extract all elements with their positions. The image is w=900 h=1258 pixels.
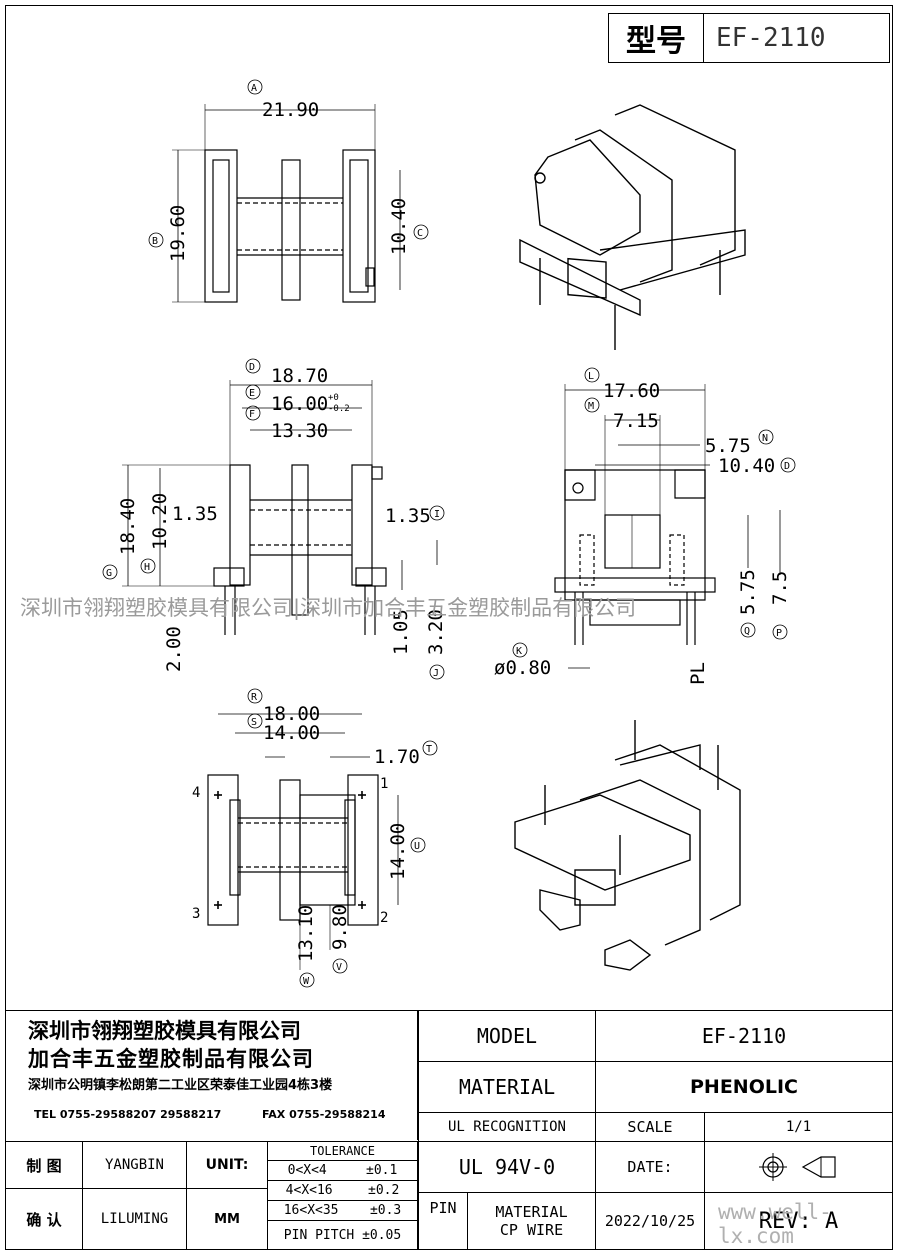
scale-value-cell: 1/1	[704, 1112, 893, 1142]
dim-n-value: 5.75	[705, 435, 751, 457]
company-info-area	[5, 1010, 418, 1140]
header-model-label: 型号	[608, 13, 704, 63]
projection-symbol-cell	[704, 1141, 893, 1193]
dim-105-value: 1.05	[390, 609, 412, 655]
check-name-cell: LILUMING	[82, 1188, 187, 1250]
dim-u-value: 14.00	[387, 823, 409, 880]
dim-g-value: 18.40	[117, 498, 139, 555]
dim-letter-k: K	[516, 646, 522, 657]
dim-letter-e: E	[249, 388, 255, 399]
view-4-bottom-view	[207, 688, 438, 988]
dim-e-tol-plus: +0	[328, 393, 339, 403]
dim-e-value: 16.00	[271, 393, 328, 415]
ul-value-cell: UL 94V-0	[418, 1141, 596, 1193]
dim-letter-c: C	[417, 228, 423, 239]
pin-label-cell: PIN	[418, 1192, 468, 1250]
tolerance-row-1: 0<X<4±0.1	[267, 1160, 418, 1181]
dim-q-value: 5.75	[737, 569, 759, 615]
dim-letter-u: U	[414, 841, 420, 852]
check-label-cell: 确 认	[5, 1188, 83, 1250]
view-isometric-bottom	[514, 720, 741, 971]
company-address: 深圳市公明镇李松朗第二工业区荣泰佳工业园4栋3楼	[28, 1078, 333, 1093]
company-tel: TEL 0755-29588207 29588217	[34, 1108, 222, 1121]
revision-cell: REV: A	[704, 1192, 893, 1250]
company-name-1: 深圳市翎翔塑胶模具有限公司	[28, 1019, 301, 1043]
dim-c-value: 10.40	[388, 198, 410, 255]
dim-200-value: 2.00	[163, 626, 185, 672]
pin-label-1: 1	[380, 776, 388, 792]
tolerance-row-2: 4<X<16±0.2	[267, 1180, 418, 1201]
view-3-end-view	[512, 367, 796, 669]
dim-s-value: 14.00	[263, 722, 320, 744]
dim-letter-s: S	[251, 717, 257, 728]
technical-drawing: A 21.90 B 19.60 C 10.40 D 18.70 E 16.00 …	[102, 79, 796, 988]
dim-f-value: 13.30	[271, 420, 328, 442]
tolerance-title-cell: TOLERANCE	[267, 1141, 418, 1161]
dim-l-value: 17.60	[603, 380, 660, 402]
dim-k-value: ø0.80	[494, 657, 551, 679]
dim-letter-p: P	[776, 628, 782, 639]
scale-label-cell: SCALE	[595, 1112, 705, 1142]
dim-letter-r: R	[251, 692, 258, 703]
view-2-front-view	[102, 358, 445, 680]
company-name-2: 加合丰五金塑胶制品有限公司	[28, 1047, 314, 1071]
dim-letter-h: H	[144, 562, 150, 573]
dim-m-value: 7.15	[613, 410, 659, 432]
dim-r-value: 18.00	[263, 703, 320, 725]
website-watermark: www.well-lx.com	[718, 1200, 832, 1248]
dim-letter-w: W	[303, 976, 310, 987]
model-value-cell: EF-2110	[595, 1010, 893, 1062]
dim-letter-n: N	[762, 433, 768, 444]
pin-label-4: 4	[192, 785, 200, 801]
dim-w-value: 13.10	[295, 905, 317, 962]
dim-h-value: 10.20	[149, 493, 171, 550]
dim-letter-d: D	[249, 362, 255, 373]
dim-135-right: 1.35	[385, 505, 431, 527]
unit-value-cell: MM	[186, 1188, 268, 1250]
unit-label-cell: UNIT:	[186, 1141, 268, 1189]
pin-label-3: 3	[192, 906, 200, 922]
dim-b-value: 19.60	[167, 205, 189, 262]
pin-pitch-cell: PIN PITCH ±0.05	[267, 1220, 418, 1250]
ul-label-cell: UL RECOGNITION	[418, 1112, 596, 1142]
view-isometric-top	[519, 104, 746, 350]
dim-e-tol-minus: -0.2	[328, 404, 350, 414]
material-value-cell: PHENOLIC	[595, 1061, 893, 1113]
dim-letter-v: V	[336, 962, 342, 973]
dim-letter-g: G	[106, 568, 112, 579]
dim-135-left: 1.35	[172, 503, 218, 525]
dim-letter-m: M	[588, 401, 594, 412]
dim-letter-q: Q	[744, 626, 750, 637]
pin-label-2: 2	[380, 910, 388, 926]
material-label-cell: MATERIAL	[418, 1061, 596, 1113]
draw-label-cell: 制 图	[5, 1141, 83, 1189]
view-1-side-view	[148, 79, 429, 303]
dim-letter-b: B	[152, 236, 158, 247]
dim-d-value: 18.70	[271, 365, 328, 387]
third-angle-projection-icon	[758, 1153, 836, 1181]
header-model-value: EF-2110	[703, 13, 890, 63]
dim-letter-j: J	[433, 668, 439, 679]
dim-letter-l: L	[588, 371, 594, 382]
company-fax: FAX 0755-29588214	[262, 1108, 386, 1121]
dim-pl-label: PL	[687, 662, 709, 685]
dim-t-value: 1.70	[374, 746, 420, 768]
dim-letter-i: I	[434, 509, 440, 520]
tolerance-row-3: 16<X<35±0.3	[267, 1200, 418, 1221]
dim-letter-f: F	[249, 409, 255, 420]
dim-letter-t: T	[426, 744, 432, 755]
model-label-cell: MODEL	[418, 1010, 596, 1062]
dim-d2-value: 10.40	[718, 455, 775, 477]
date-label-cell: DATE:	[595, 1141, 705, 1193]
dim-letter-a: A	[251, 83, 257, 94]
watermark-text: 深圳市翎翔塑胶模具有限公司|深圳市加合丰五金塑胶制品有限公司	[20, 596, 637, 620]
dim-v-value: 9.80	[329, 904, 351, 950]
dim-letter-d2: D	[784, 461, 790, 472]
dim-a-value: 21.90	[262, 99, 319, 121]
dim-j-value: 3.20	[425, 609, 447, 655]
date-value-cell: 2022/10/25	[595, 1192, 705, 1250]
draw-name-cell: YANGBIN	[82, 1141, 187, 1189]
dim-p-value: 7.5	[769, 571, 791, 605]
